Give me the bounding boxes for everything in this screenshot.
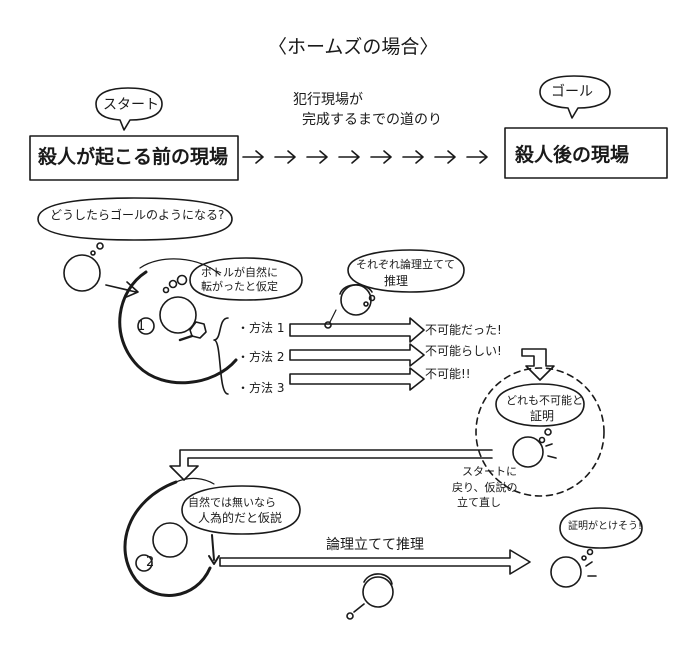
thinking-face <box>63 254 101 292</box>
reasoning-arrow <box>219 549 531 575</box>
reasoning-label: 論理立てて推理 <box>326 537 424 553</box>
goal-box-label: 殺人後の現場 <box>515 144 630 166</box>
detective-face <box>340 284 372 316</box>
route-arrows <box>242 150 488 164</box>
hypothesis-2-line1: 自然では無いなら <box>188 496 276 509</box>
proof-possible-bubble <box>559 507 643 549</box>
hypothesis-1-line1: ボトルが自然に <box>201 266 278 279</box>
proof-bubble-line1: どれも不可能と <box>506 394 583 407</box>
route-label-line1: 犯行現場が <box>293 92 363 108</box>
hypothesis-1-number: 1 <box>137 319 146 334</box>
method-3-arrow <box>289 367 425 391</box>
character-1 <box>159 296 197 334</box>
proof-bubble <box>495 383 585 427</box>
proof-possible-label: 証明がとけそう! <box>568 521 643 532</box>
scene-circle-2 <box>123 480 212 597</box>
start-box-label: 殺人が起こる前の現場 <box>38 146 229 168</box>
back-note-line2: 戻り、仮説の <box>452 481 518 494</box>
start-bubble <box>95 87 163 131</box>
hypothesis-2-line2: 人為的だと仮説 <box>198 511 283 525</box>
back-note-line1: スタートに <box>462 465 517 478</box>
proof-bubble-line2: 証明 <box>530 409 555 423</box>
question-text: どうしたらゴールのようになる? <box>50 208 225 222</box>
start-box <box>29 135 239 181</box>
method-2-label: ・方法 2 <box>237 350 285 364</box>
return-arrow <box>169 449 493 481</box>
proof-face <box>512 436 544 468</box>
question-bubble <box>37 197 233 241</box>
page-title: 〈ホームズの場合〉 <box>268 36 439 58</box>
method-3-result: 不可能!! <box>425 367 471 381</box>
method-1-result: 不可能だった! <box>425 323 502 337</box>
methods-bracket <box>213 317 229 395</box>
goal-bubble-label: ゴール <box>551 84 593 100</box>
goal-bubble <box>539 75 611 119</box>
bottom-detective-face <box>362 576 394 608</box>
method-2-arrow <box>289 343 425 367</box>
each-reasoning-bubble <box>347 249 465 293</box>
each-reasoning-line1: それぞれ論理立てて <box>356 258 455 271</box>
goal-box <box>504 127 668 179</box>
start-bubble-label: スタート <box>103 97 159 113</box>
hypothesis-1-line2: 転がったと仮定 <box>201 280 278 293</box>
scene-circle-1 <box>118 270 238 385</box>
back-note-line3: 立て直し <box>457 496 501 509</box>
dashed-proof-circle <box>475 367 605 497</box>
character-2 <box>152 522 188 558</box>
method-3-label: ・方法 3 <box>237 381 285 395</box>
happy-face <box>550 556 582 588</box>
hypothesis-1-bubble <box>189 257 303 301</box>
method-1-arrow <box>289 317 425 343</box>
route-label-line2: 完成するまでの道のり <box>302 112 442 128</box>
method-2-result: 不可能らしい! <box>425 344 502 358</box>
each-reasoning-line2: 推理 <box>384 274 409 288</box>
down-arrow <box>521 348 555 381</box>
method-1-label: ・方法 1 <box>237 321 285 335</box>
hypothesis-2-number: 2 <box>146 555 155 570</box>
hypothesis-2-bubble <box>181 485 301 535</box>
